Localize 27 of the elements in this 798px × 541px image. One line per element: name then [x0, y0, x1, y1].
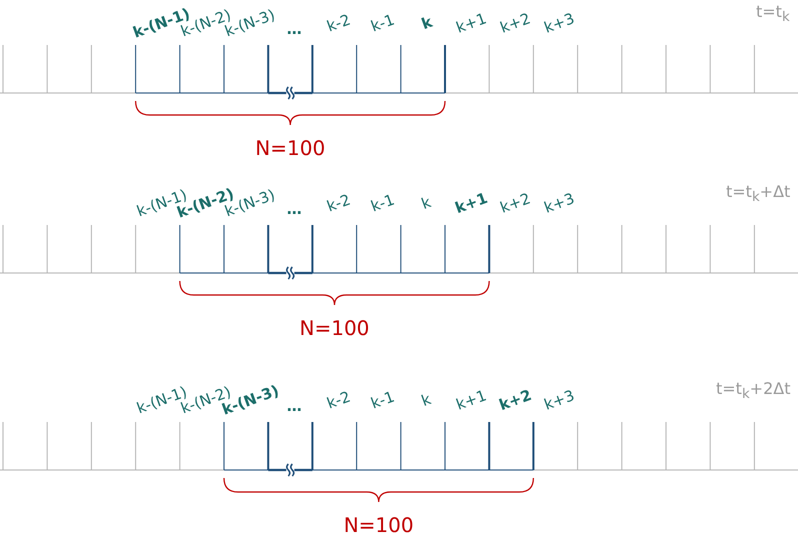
index-label: k-1: [368, 388, 396, 412]
index-label: k: [420, 194, 434, 212]
window-size-label: N=100: [255, 138, 326, 158]
index-label: k+3: [542, 10, 576, 36]
index-label: k+1: [454, 388, 488, 412]
index-label: k-2: [324, 12, 352, 34]
index-label: k+2: [497, 387, 534, 413]
index-label: k-1: [368, 192, 396, 214]
index-label: k+3: [542, 190, 576, 216]
time-label: t=t$_{k}$+2Δt: [716, 380, 790, 403]
index-label: k: [420, 14, 434, 32]
index-label: k+2: [498, 10, 532, 36]
index-label: k-1: [368, 12, 396, 34]
index-label: k+3: [542, 388, 576, 412]
ellipsis: …: [286, 202, 302, 216]
time-label: t=t$_{k}$: [756, 3, 790, 26]
index-label: k: [420, 391, 434, 409]
window-size-label: N=100: [300, 318, 370, 338]
ellipsis: …: [286, 398, 302, 414]
index-label: k+2: [498, 190, 532, 216]
index-label: k+1: [453, 190, 490, 216]
index-label: k-2: [324, 388, 352, 412]
window-size-label: N=100: [344, 515, 414, 535]
ellipsis: …: [286, 22, 302, 36]
time-label: t=t$_{k}$+Δt: [726, 183, 790, 206]
index-label: k+1: [454, 10, 488, 36]
index-label: k-2: [324, 192, 352, 214]
